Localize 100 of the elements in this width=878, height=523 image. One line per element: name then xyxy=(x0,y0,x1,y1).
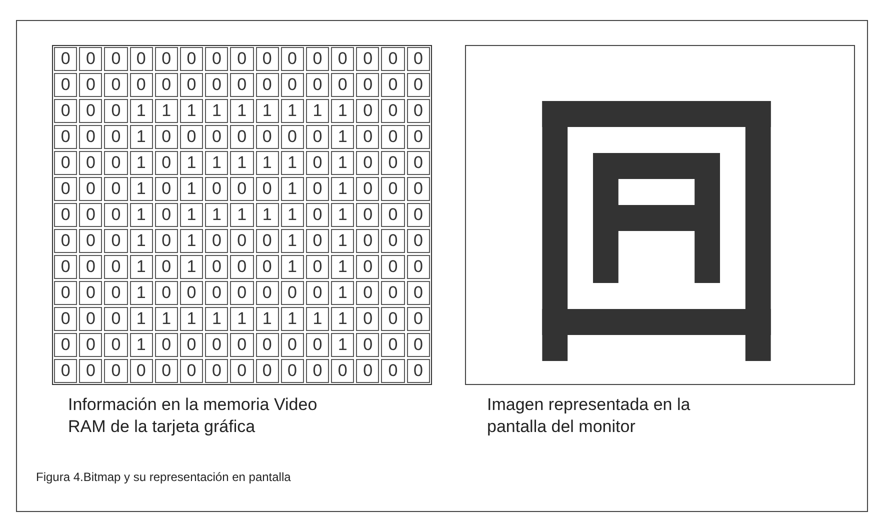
bit-value: 1 xyxy=(180,99,204,123)
bit-value: 0 xyxy=(381,73,405,97)
bit-value: 1 xyxy=(130,125,153,149)
bit-value: 1 xyxy=(130,229,153,253)
bit-value: 0 xyxy=(79,229,102,253)
bit-value: 0 xyxy=(256,255,279,279)
bit-value: 0 xyxy=(79,281,102,305)
bit-value: 0 xyxy=(280,73,304,97)
bit-value: 0 xyxy=(205,125,228,149)
bit-value: 0 xyxy=(79,125,102,149)
bit-value: 0 xyxy=(104,229,128,253)
bit-value: 0 xyxy=(230,73,254,97)
bit-value: 1 xyxy=(130,151,153,175)
bit-value: 0 xyxy=(79,333,102,357)
bit-value: 0 xyxy=(154,281,178,305)
bit-value: 0 xyxy=(306,125,330,149)
bit-value: 0 xyxy=(104,307,128,331)
bit-value: 0 xyxy=(381,281,405,305)
bit-value: 0 xyxy=(306,281,330,305)
bit-value: 0 xyxy=(104,281,128,305)
bit-value: 1 xyxy=(130,255,153,279)
bit-value: 1 xyxy=(331,125,354,149)
bit-value: 0 xyxy=(154,73,178,97)
bit-value: 0 xyxy=(356,359,380,383)
bit-value: 0 xyxy=(306,255,330,279)
bit-value: 1 xyxy=(256,99,279,123)
bit-value: 1 xyxy=(180,229,204,253)
bit-value: 0 xyxy=(54,255,78,279)
bit-value: 1 xyxy=(205,99,228,123)
bit-value: 0 xyxy=(180,359,204,383)
bit-value: 1 xyxy=(331,333,354,357)
bit-value: 0 xyxy=(331,73,354,97)
bit-value: 0 xyxy=(154,359,178,383)
bit-value: 0 xyxy=(54,99,78,123)
bit-value: 1 xyxy=(280,307,304,331)
bit-value: 0 xyxy=(104,47,128,71)
bit-value: 0 xyxy=(205,255,228,279)
bit-value: 0 xyxy=(280,125,304,149)
bit-value: 0 xyxy=(306,177,330,201)
bit-value: 0 xyxy=(356,73,380,97)
bit-value: 0 xyxy=(356,177,380,201)
bit-value: 0 xyxy=(79,99,102,123)
bit-value: 1 xyxy=(306,99,330,123)
bit-value: 0 xyxy=(406,47,430,71)
bit-value: 0 xyxy=(54,333,78,357)
bit-value: 0 xyxy=(54,229,78,253)
bit-value: 0 xyxy=(79,359,102,383)
bit-value: 0 xyxy=(180,125,204,149)
bit-value: 0 xyxy=(205,359,228,383)
bit-value: 1 xyxy=(205,203,228,227)
bit-value: 0 xyxy=(154,151,178,175)
bit-value: 0 xyxy=(79,47,102,71)
bit-value: 0 xyxy=(130,73,153,97)
bit-value: 0 xyxy=(280,281,304,305)
bit-value: 0 xyxy=(256,73,279,97)
bit-value: 0 xyxy=(406,307,430,331)
bit-value: 0 xyxy=(280,359,304,383)
bit-value: 1 xyxy=(331,203,354,227)
bit-value: 0 xyxy=(406,229,430,253)
bit-value: 0 xyxy=(79,307,102,331)
bit-value: 1 xyxy=(256,151,279,175)
bit-value: 0 xyxy=(356,333,380,357)
bit-value: 0 xyxy=(306,333,330,357)
bit-value: 1 xyxy=(130,99,153,123)
bit-value: 1 xyxy=(256,307,279,331)
panel-caption: Imagen representada en la pantalla del monitor xyxy=(487,394,692,438)
bit-value: 0 xyxy=(54,359,78,383)
bit-value: 0 xyxy=(104,73,128,97)
bit-value: 0 xyxy=(306,229,330,253)
bit-value: 0 xyxy=(256,281,279,305)
bit-value: 1 xyxy=(230,307,254,331)
bit-value: 1 xyxy=(230,99,254,123)
bit-value: 0 xyxy=(331,47,354,71)
bit-value: 0 xyxy=(381,99,405,123)
bit-value: 0 xyxy=(230,125,254,149)
bit-value: 1 xyxy=(280,203,304,227)
bit-value: 0 xyxy=(406,99,430,123)
bit-value: 0 xyxy=(205,333,228,357)
bit-value: 0 xyxy=(205,281,228,305)
bit-value: 0 xyxy=(79,177,102,201)
bit-value: 0 xyxy=(205,73,228,97)
bit-value: 1 xyxy=(280,177,304,201)
bit-value: 0 xyxy=(280,47,304,71)
bit-value: 0 xyxy=(381,125,405,149)
bit-value: 1 xyxy=(280,229,304,253)
bit-value: 0 xyxy=(79,73,102,97)
bit-value: 0 xyxy=(381,307,405,331)
bit-value: 1 xyxy=(205,307,228,331)
bit-value: 0 xyxy=(356,151,380,175)
bit-value: 1 xyxy=(331,177,354,201)
bit-value: 0 xyxy=(154,47,178,71)
bit-value: 0 xyxy=(230,281,254,305)
bit-value: 0 xyxy=(381,255,405,279)
bit-value: 0 xyxy=(54,281,78,305)
bit-value: 0 xyxy=(54,73,78,97)
bit-value: 1 xyxy=(331,281,354,305)
bit-value: 0 xyxy=(356,99,380,123)
bit-value: 0 xyxy=(104,177,128,201)
bit-value: 1 xyxy=(154,99,178,123)
bit-value: 0 xyxy=(205,177,228,201)
